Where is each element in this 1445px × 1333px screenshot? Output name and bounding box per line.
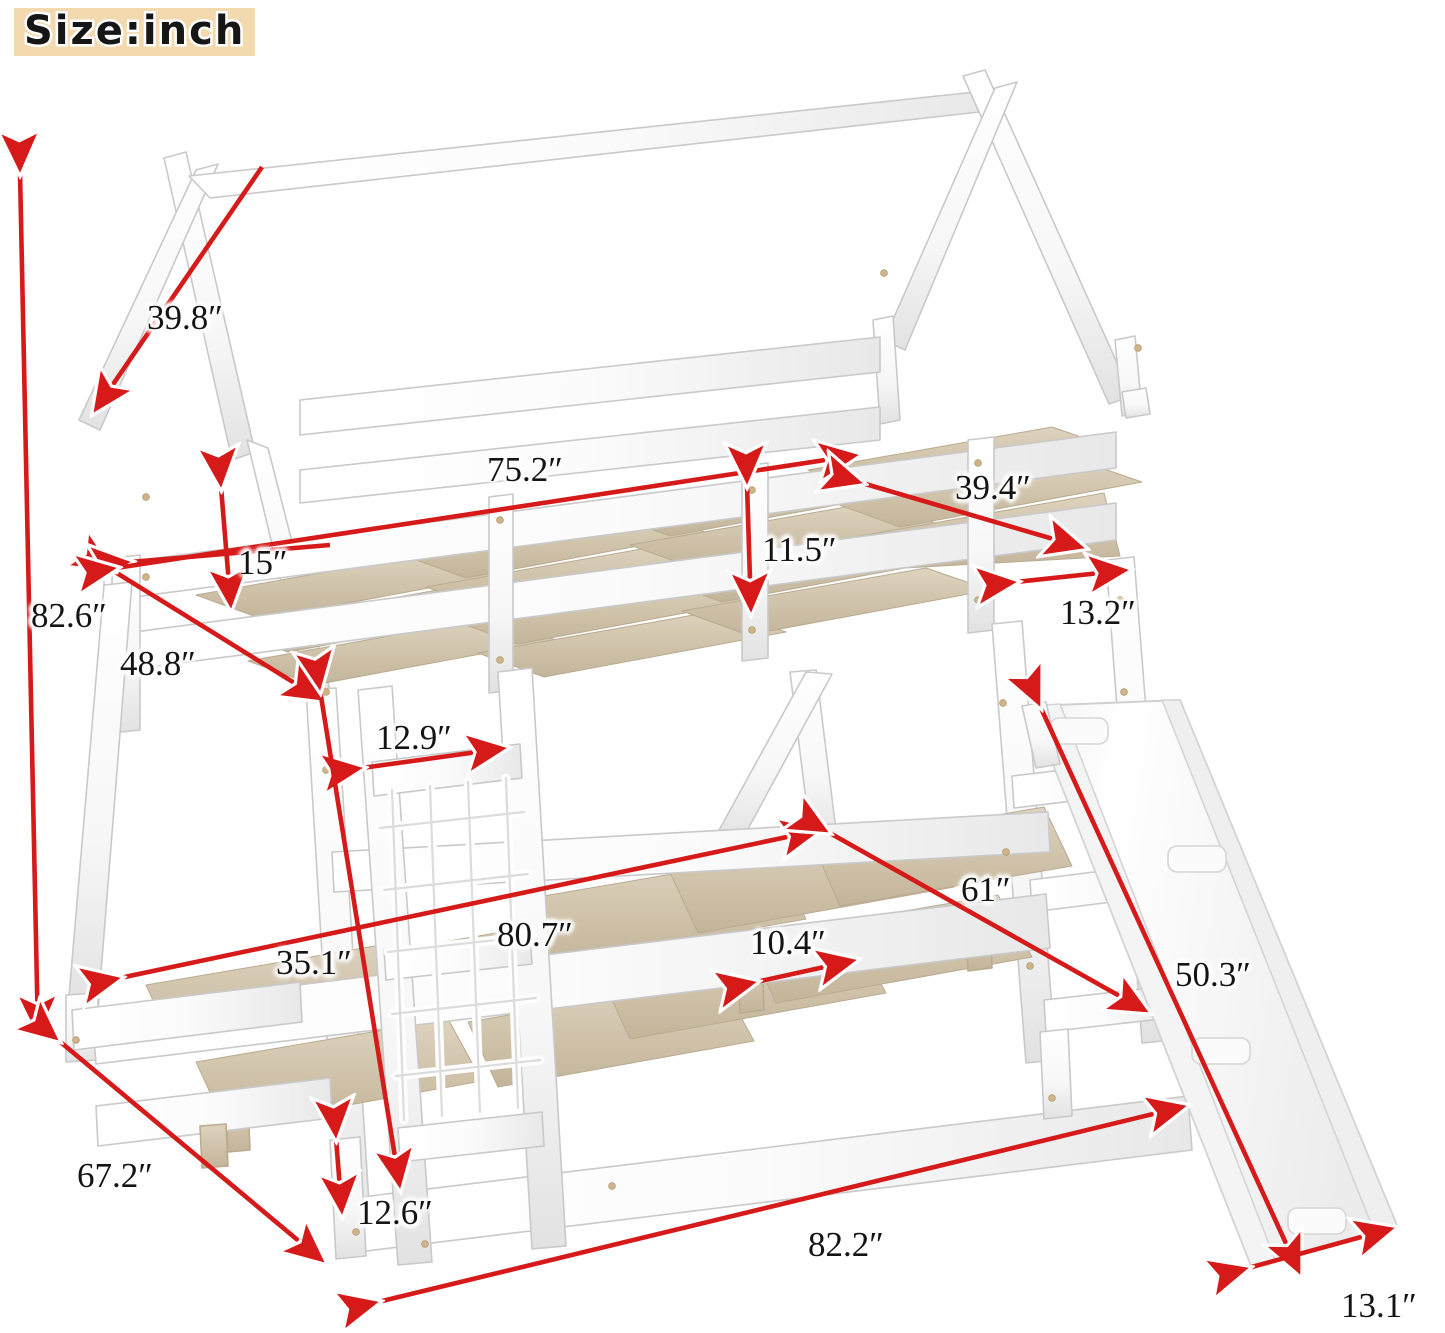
arrow-overall-length [378, 1106, 1186, 1302]
leg-far-left [67, 581, 133, 1011]
arrow-overall-height [20, 172, 38, 1035]
arrow-lower-length [120, 830, 820, 978]
upper-rear-rail-top [299, 336, 881, 436]
roof-ridge-beam [188, 91, 998, 199]
arrow-overall-depth [58, 1040, 324, 1262]
arrow-roof-slope [94, 165, 264, 412]
lower-right-post [1039, 1028, 1073, 1120]
upper-rail-post-3 [967, 436, 995, 634]
dimension-arrows [20, 167, 1394, 1302]
arrow-upper-width [862, 483, 1084, 548]
arrow-slat-spacing [756, 960, 856, 982]
size-unit-label: Size:inch [21, 8, 246, 54]
roof-right-apex [883, 69, 1133, 405]
arrow-rail-gap [747, 484, 751, 612]
arrow-slide-length [1040, 706, 1300, 1274]
arrow-side-opening [1016, 570, 1128, 582]
arrow-slide-width [1248, 1228, 1394, 1268]
size-unit-banner: Size:inch [14, 8, 256, 56]
